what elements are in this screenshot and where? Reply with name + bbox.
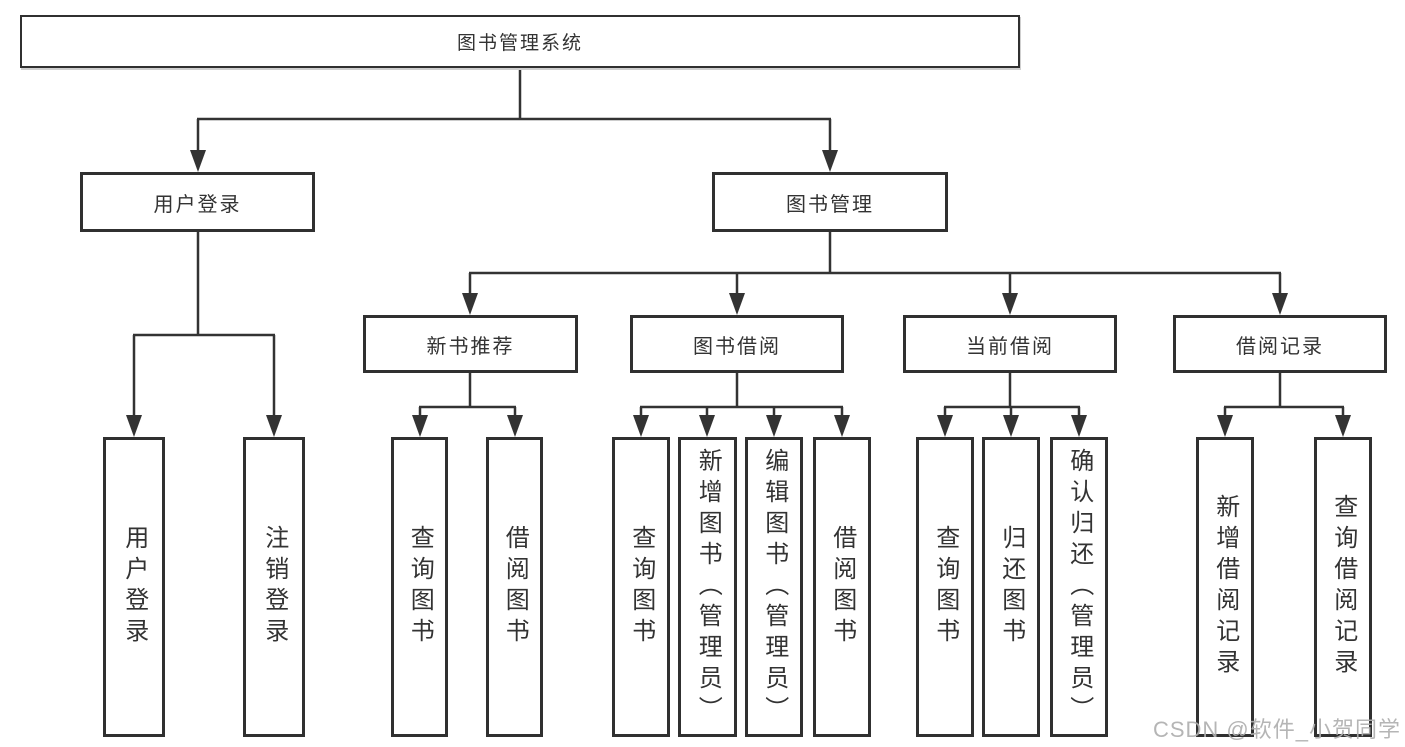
node-root: 图书管理系统 xyxy=(20,15,1020,68)
node-root-label: 图书管理系统 xyxy=(456,33,583,54)
leaf-query-borrow-record-label: 查询借阅记录 xyxy=(1329,494,1357,680)
node-borrow-records: 借阅记录 xyxy=(1173,315,1387,373)
leaf-query-borrow-record: 查询借阅记录 xyxy=(1314,437,1372,737)
node-new-book-recommend-label: 新书推荐 xyxy=(426,335,515,358)
leaf-logout: 注销登录 xyxy=(243,437,305,737)
leaf-query-book-current-label: 查询图书 xyxy=(931,525,959,649)
leaf-add-book-admin: 新增图书（管理员） xyxy=(678,437,737,737)
node-user-login: 用户登录 xyxy=(80,172,315,232)
leaf-query-book-recommend-label: 查询图书 xyxy=(406,525,434,649)
leaf-query-book-borrow-label: 查询图书 xyxy=(627,525,655,649)
leaf-edit-book-admin-label: 编辑图书（管理员） xyxy=(760,447,788,727)
leaf-confirm-return-admin-label: 确认归还（管理员） xyxy=(1065,447,1093,727)
leaf-query-book-current: 查询图书 xyxy=(916,437,974,737)
leaf-query-book-recommend: 查询图书 xyxy=(391,437,448,737)
node-book-borrow: 图书借阅 xyxy=(630,315,844,373)
arrowhead-icons xyxy=(126,150,1351,437)
leaf-add-borrow-record: 新增借阅记录 xyxy=(1196,437,1254,737)
node-book-management: 图书管理 xyxy=(712,172,948,232)
leaf-borrow-book-label: 借阅图书 xyxy=(828,525,856,649)
node-current-borrow-label: 当前借阅 xyxy=(966,335,1054,358)
node-new-book-recommend: 新书推荐 xyxy=(363,315,578,373)
node-user-login-label: 用户登录 xyxy=(153,193,242,216)
leaf-user-login: 用户登录 xyxy=(103,437,165,737)
leaf-user-login-label: 用户登录 xyxy=(120,525,148,649)
node-book-management-label: 图书管理 xyxy=(786,193,874,216)
leaf-query-book-borrow: 查询图书 xyxy=(612,437,670,737)
leaf-borrow-book-recommend: 借阅图书 xyxy=(486,437,543,737)
leaf-return-book-label: 归还图书 xyxy=(997,525,1025,649)
leaf-edit-book-admin: 编辑图书（管理员） xyxy=(745,437,803,737)
node-book-borrow-label: 图书借阅 xyxy=(693,335,781,358)
leaf-borrow-book: 借阅图书 xyxy=(813,437,871,737)
leaf-add-borrow-record-label: 新增借阅记录 xyxy=(1211,494,1239,680)
leaf-return-book: 归还图书 xyxy=(982,437,1040,737)
leaf-logout-label: 注销登录 xyxy=(260,525,288,649)
leaf-confirm-return-admin: 确认归还（管理员） xyxy=(1050,437,1108,737)
node-current-borrow: 当前借阅 xyxy=(903,315,1117,373)
leaf-borrow-book-recommend-label: 借阅图书 xyxy=(501,525,529,649)
node-borrow-records-label: 借阅记录 xyxy=(1236,335,1324,358)
leaf-add-book-admin-label: 新增图书（管理员） xyxy=(694,447,722,727)
